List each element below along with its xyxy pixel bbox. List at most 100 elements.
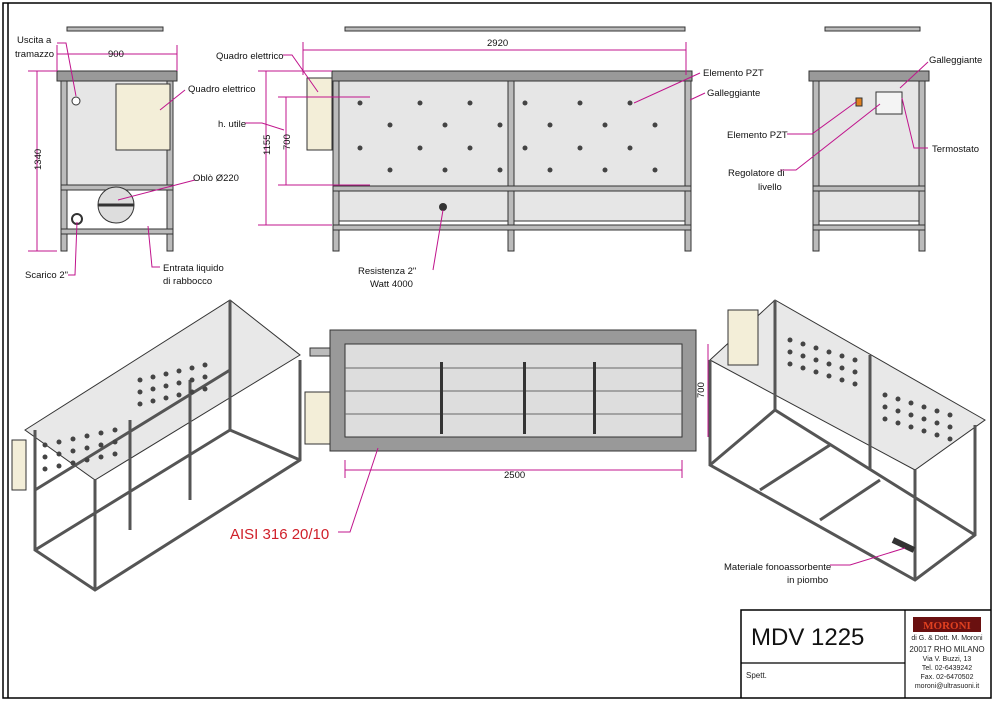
transducer-mark — [189, 377, 195, 383]
transducer-mark — [602, 122, 608, 128]
isometric-view-right: Materiale fonoassorbente in piombo — [708, 299, 986, 586]
transducer-mark — [442, 167, 448, 173]
transducer-mark — [442, 122, 448, 128]
svg-text:Quadro elettrico: Quadro elettrico — [188, 84, 256, 95]
svg-text:h. utile: h. utile — [218, 119, 246, 130]
svg-text:tramazzo: tramazzo — [15, 49, 54, 60]
transducer-mark — [202, 362, 208, 368]
control-panel — [115, 83, 171, 151]
svg-text:2500: 2500 — [504, 470, 525, 481]
transducer-mark — [934, 420, 940, 426]
svg-text:20017 RHO MILANO: 20017 RHO MILANO — [909, 645, 984, 654]
svg-text:700: 700 — [696, 382, 707, 398]
transducer-mark — [56, 451, 62, 457]
transducer-mark — [189, 365, 195, 371]
transducer-mark — [895, 408, 901, 414]
svg-text:di G. & Dott. M. Moroni: di G. & Dott. M. Moroni — [911, 635, 983, 642]
transducer-mark — [56, 439, 62, 445]
transducer-mark — [852, 369, 858, 375]
transducer-mark — [70, 448, 76, 454]
transducer-mark — [813, 345, 819, 351]
svg-text:Quadro elettrico: Quadro elettrico — [216, 51, 284, 62]
rear-view: Galleggiante Elemento PZT Termostato Reg… — [727, 26, 982, 252]
transducer-mark — [112, 451, 118, 457]
transducer-mark — [882, 392, 888, 398]
transducer-mark — [70, 436, 76, 442]
svg-text:2920: 2920 — [487, 38, 508, 49]
transducer-mark — [357, 100, 363, 106]
transducer-mark — [908, 400, 914, 406]
transducer-mark — [895, 396, 901, 402]
transducer-mark — [800, 353, 806, 359]
svg-text:Watt 4000: Watt 4000 — [370, 279, 413, 290]
transducer-mark — [921, 428, 927, 434]
transducer-mark — [522, 145, 528, 151]
transducer-mark — [137, 377, 143, 383]
svg-text:di rabbocco: di rabbocco — [163, 276, 212, 287]
transducer-mark — [84, 457, 90, 463]
transducer-mark — [882, 404, 888, 410]
transducer-mark — [839, 353, 845, 359]
transducer-mark — [787, 361, 793, 367]
transducer-mark — [163, 395, 169, 401]
transducer-mark — [176, 368, 182, 374]
transducer-mark — [602, 167, 608, 173]
top-view: 2500 700 AISI 316 20/10 — [230, 329, 709, 543]
svg-text:Oblò Ø220: Oblò Ø220 — [193, 173, 239, 184]
svg-text:Resistenza 2": Resistenza 2" — [358, 266, 416, 277]
side-view: 2920 1155 700 Quadro elettrico h. utile … — [216, 26, 764, 290]
svg-text:Fax. 02-6470502: Fax. 02-6470502 — [921, 674, 974, 681]
transducer-mark — [652, 122, 658, 128]
transducer-mark — [627, 100, 633, 106]
svg-text:Tel. 02-6439242: Tel. 02-6439242 — [922, 665, 972, 672]
transducer-mark — [417, 145, 423, 151]
transducer-mark — [800, 341, 806, 347]
transducer-mark — [921, 404, 927, 410]
transducer-mark — [577, 100, 583, 106]
transducer-mark — [70, 460, 76, 466]
transducer-mark — [947, 412, 953, 418]
transducer-mark — [813, 369, 819, 375]
transducer-mark — [652, 167, 658, 173]
transducer-mark — [839, 377, 845, 383]
transducer-mark — [150, 398, 156, 404]
transducer-mark — [150, 374, 156, 380]
transducer-mark — [908, 424, 914, 430]
transducer-mark — [908, 412, 914, 418]
transducer-mark — [387, 167, 393, 173]
transducer-mark — [497, 167, 503, 173]
transducer-mark — [577, 145, 583, 151]
transducer-mark — [895, 420, 901, 426]
title-block: MDV 1225 Spett. MORONI di G. & Dott. M. … — [740, 609, 991, 698]
svg-text:900: 900 — [108, 49, 124, 60]
material-label: AISI 316 20/10 — [230, 526, 329, 543]
transducer-mark — [202, 374, 208, 380]
svg-text:Materiale fonoassorbente: Materiale fonoassorbente — [724, 562, 831, 573]
transducer-mark — [163, 371, 169, 377]
transducer-mark — [826, 373, 832, 379]
transducer-mark — [547, 167, 553, 173]
svg-text:moroni@ultrasuoni.it: moroni@ultrasuoni.it — [915, 683, 979, 690]
svg-text:Uscita a: Uscita a — [17, 35, 52, 46]
transducer-mark — [839, 365, 845, 371]
transducer-mark — [42, 454, 48, 460]
transducer-mark — [497, 122, 503, 128]
svg-text:Scarico 2": Scarico 2" — [25, 270, 68, 281]
transducer-mark — [787, 337, 793, 343]
transducer-mark — [467, 100, 473, 106]
spett-label: Spett. — [746, 671, 767, 680]
transducer-mark — [934, 408, 940, 414]
svg-text:1340: 1340 — [33, 149, 44, 170]
transducer-mark — [826, 361, 832, 367]
transducer-mark — [98, 454, 104, 460]
transducer-mark — [813, 357, 819, 363]
transducer-mark — [98, 442, 104, 448]
svg-text:1155: 1155 — [262, 135, 273, 155]
isometric-view-left — [11, 299, 302, 592]
transducer-mark — [787, 349, 793, 355]
svg-text:in piombo: in piombo — [787, 575, 828, 586]
transducer-mark — [42, 442, 48, 448]
svg-text:Termostato: Termostato — [932, 144, 979, 155]
transducer-mark — [522, 100, 528, 106]
